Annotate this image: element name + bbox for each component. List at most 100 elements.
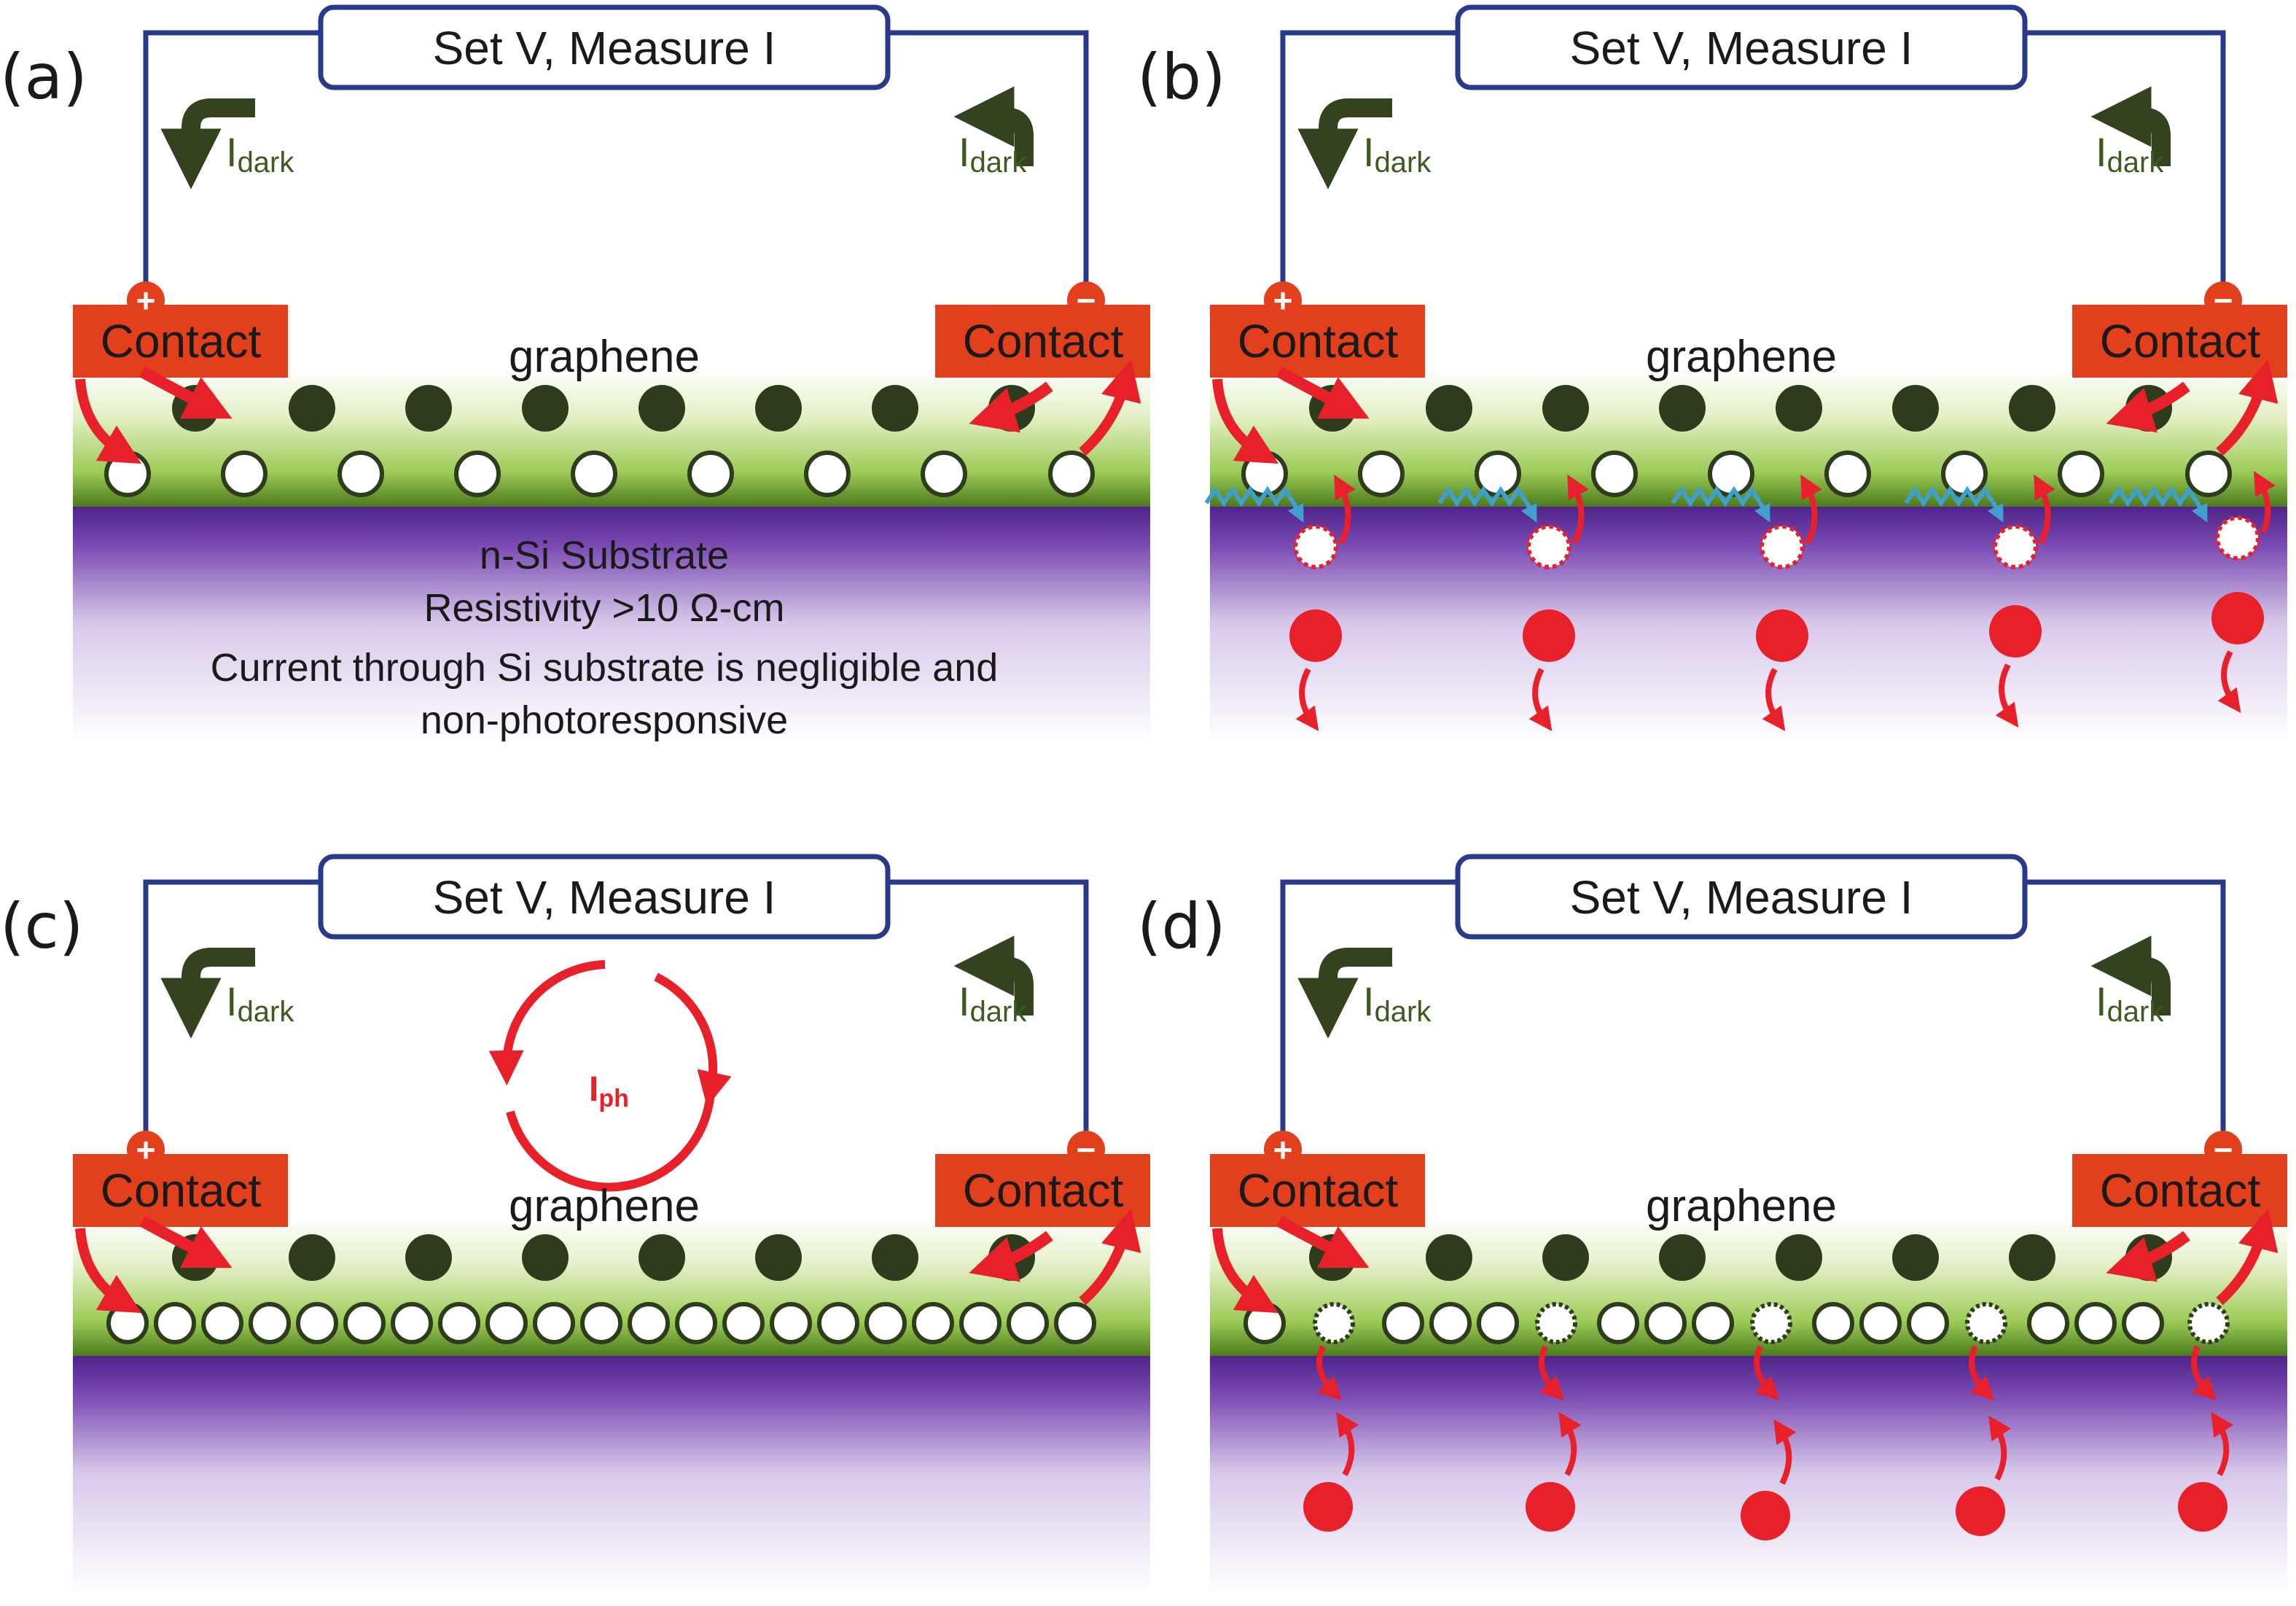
- meter-label: Set V, Measure I: [1570, 22, 1913, 74]
- electron-icon: [1776, 1234, 1822, 1281]
- contact-label-left: Contact: [1238, 315, 1399, 367]
- curved-arrow-icon: [2211, 1411, 2234, 1476]
- curved-arrow-icon: [2216, 1208, 2279, 1306]
- minus-sign: −: [2214, 1131, 2233, 1169]
- photogenerated-electron-icon: [1289, 609, 1342, 662]
- minus-sign-badge: [2204, 1131, 2242, 1169]
- hole-icon: [201, 1302, 243, 1344]
- electron-icon: [289, 385, 335, 432]
- photogenerated-hole-icon: [2215, 515, 2260, 561]
- hole-icon: [864, 1302, 907, 1344]
- photogenerated-electron-icon: [2211, 592, 2264, 644]
- photogenerated-electron-icon: [1756, 609, 1808, 662]
- hole-icon: [1048, 451, 1095, 497]
- photogenerated-electron-icon: [1741, 1491, 1790, 1540]
- hole-row: [1241, 451, 2232, 497]
- minus-sign-badge: [2204, 281, 2242, 319]
- curved-arrow-icon: [969, 381, 1053, 433]
- photogenerated-electron-icon: [1989, 605, 2042, 658]
- curved-arrow-icon: [1754, 1345, 1780, 1401]
- idark-arrow-icon: [1297, 948, 1392, 1039]
- contact-label-left: Contact: [101, 1164, 262, 1217]
- contact-label-right: Contact: [2100, 1164, 2261, 1217]
- hole-icon: [770, 1302, 812, 1344]
- circuit-wire: [1280, 30, 2226, 295]
- panel-letter: (d): [1137, 890, 1226, 963]
- hole-row: [104, 451, 1095, 497]
- hole-icon: [343, 1302, 386, 1344]
- meter-label: Set V, Measure I: [1570, 871, 1913, 924]
- contact-label-left: Contact: [101, 315, 262, 367]
- idark-label-left: Idark: [1363, 978, 1432, 1028]
- hole-icon: [296, 1302, 338, 1344]
- substrate: [1210, 1352, 2287, 1593]
- iph-label: Iph: [589, 1070, 629, 1112]
- electron-icon: [639, 385, 685, 432]
- meter-label: Set V, Measure I: [433, 22, 776, 74]
- photogenerated-hole-group: [1293, 515, 2260, 569]
- curved-arrow-icon: [1969, 1345, 1995, 1401]
- electron-icon: [405, 1234, 452, 1281]
- hole-icon: [1824, 451, 1871, 497]
- panel-letter: (c): [0, 890, 83, 963]
- curved-arrow-icon: [1276, 1215, 1370, 1268]
- hole-icon: [485, 1302, 528, 1344]
- hole-icon: [571, 451, 617, 497]
- panel-d: (d) Set V, Measure I Contact Contact + −…: [1137, 854, 2287, 1593]
- panel-b: (b) Set V, Measure I Contact Contact + −…: [1137, 4, 2287, 744]
- curved-arrow-icon: [1773, 1419, 1797, 1485]
- meter-box: [318, 854, 891, 940]
- hole-icon: [2058, 451, 2104, 497]
- idark-arrow-icon: [160, 98, 255, 190]
- hole-icon: [106, 1302, 149, 1344]
- contact-left: [73, 1154, 288, 1227]
- photon-group: [1204, 486, 2208, 523]
- injected-hole-icon: [1965, 1302, 2007, 1344]
- idark-label-left: Idark: [1363, 129, 1432, 179]
- photogenerated-electron-icon: [2178, 1482, 2227, 1532]
- substrate-text-line-3: Current through Si substrate is negligib…: [211, 646, 999, 690]
- photogenerated-electron-group: [1303, 1482, 2227, 1540]
- photon-icon: [2108, 486, 2208, 523]
- plus-sign: +: [1273, 1131, 1293, 1169]
- substrate: [73, 1352, 1150, 1593]
- electron-row: [1309, 385, 2172, 432]
- electron-icon: [1659, 1234, 1706, 1281]
- electron-icon: [2009, 385, 2055, 432]
- contact-left: [1210, 305, 1425, 378]
- hole-rising-arrows: [1334, 471, 2276, 545]
- hole-icon: [1477, 1302, 1519, 1344]
- hole-icon: [1429, 1302, 1472, 1344]
- hole-icon: [2074, 1302, 2117, 1344]
- contact-label-right: Contact: [963, 1164, 1124, 1217]
- curved-arrow-icon: [1567, 474, 1589, 545]
- contact-left: [1210, 1154, 1425, 1227]
- panel-letter: (a): [0, 41, 87, 114]
- electron-icon: [755, 385, 802, 432]
- curved-arrow-icon: [1212, 378, 1279, 464]
- curved-arrow-icon: [1995, 663, 2019, 728]
- curved-arrow-icon: [75, 378, 142, 464]
- hole-icon: [1859, 1302, 1902, 1344]
- graphene-label: graphene: [509, 332, 700, 382]
- substrate: [1210, 503, 2287, 744]
- curved-arrow-icon: [1334, 474, 1356, 545]
- graphene-label: graphene: [1646, 332, 1837, 382]
- electron-icon: [289, 1234, 335, 1281]
- idark-label-left: Idark: [226, 978, 294, 1028]
- electron-rising-arrows: [1336, 1411, 2234, 1485]
- curved-arrow-icon: [1800, 474, 1822, 545]
- contact-label-left: Contact: [1238, 1164, 1399, 1217]
- injected-hole-icon: [2187, 1302, 2230, 1344]
- photon-icon: [1671, 486, 1770, 523]
- idark-label-right: Idark: [958, 978, 1027, 1028]
- curved-arrow-icon: [1079, 1208, 1141, 1306]
- idark-arrow-icon: [953, 86, 1034, 166]
- curved-arrow-icon: [1079, 359, 1141, 456]
- contact-label-right: Contact: [2100, 315, 2261, 367]
- hole-icon: [337, 451, 384, 497]
- curved-arrow-icon: [139, 366, 233, 419]
- hole-icon: [1358, 451, 1405, 497]
- substrate-text-line-1: n-Si Substrate: [480, 534, 729, 577]
